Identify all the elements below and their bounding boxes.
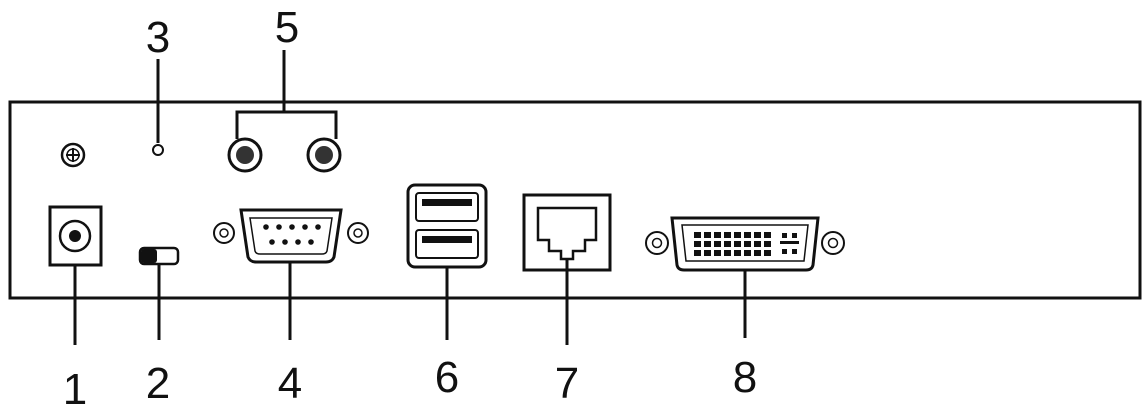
usb-ports-icon [406, 183, 488, 269]
dvi-pin [734, 241, 741, 247]
audio-jacks-icon [227, 137, 342, 173]
dvi-pin [724, 241, 731, 247]
dvi-pin [754, 250, 761, 256]
dvi-pin [724, 232, 731, 238]
dvi-pin [714, 241, 721, 247]
leader-lines [73, 50, 747, 345]
callout-8: 8 [733, 353, 757, 402]
dvi-pin [744, 241, 751, 247]
dvi-pin [764, 232, 771, 238]
dvi-pin [694, 241, 701, 247]
callout-1: 1 [63, 365, 87, 414]
rj45-port-icon [522, 193, 612, 272]
leader-line-5 [235, 50, 338, 139]
dvi-pin [764, 250, 771, 256]
callout-6: 6 [435, 353, 459, 402]
dvi-pin [734, 232, 741, 238]
led-indicator-icon [152, 144, 164, 156]
dvi-pin [704, 241, 711, 247]
callout-5: 5 [275, 3, 299, 52]
dvi-analog-pins [780, 233, 799, 254]
db9-port-icon [213, 208, 369, 264]
slide-switch-icon [138, 246, 180, 266]
dvi-pin [744, 232, 751, 238]
callout-3: 3 [146, 13, 170, 62]
dvi-pin [694, 232, 701, 238]
dvi-pin [704, 232, 711, 238]
dvi-pin [724, 250, 731, 256]
dvi-pin [744, 250, 751, 256]
dvi-port-icon [645, 216, 845, 272]
dvi-pin-grid [694, 232, 771, 256]
grounding-screw-icon [60, 142, 86, 168]
callout-4: 4 [278, 359, 302, 408]
callout-7: 7 [555, 359, 579, 408]
dvi-pin [704, 250, 711, 256]
dvi-pin [694, 250, 701, 256]
dvi-pin [714, 232, 721, 238]
dvi-pin [754, 232, 761, 238]
dvi-pin [754, 241, 761, 247]
dvi-pin [734, 250, 741, 256]
dvi-pin [764, 241, 771, 247]
power-jack-icon [48, 205, 103, 267]
dvi-pin [714, 250, 721, 256]
callout-2: 2 [146, 359, 170, 408]
